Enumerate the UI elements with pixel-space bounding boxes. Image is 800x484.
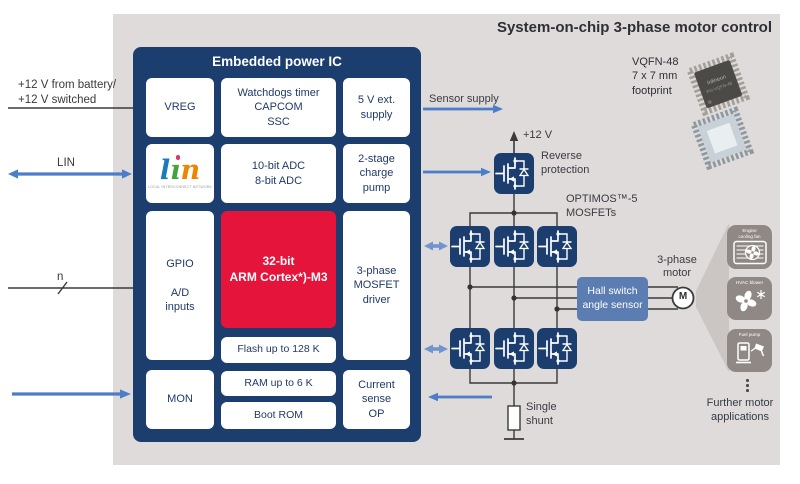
block-boot-rom: Boot ROM	[221, 402, 336, 429]
lin-letter-l: l	[159, 155, 171, 187]
app-label: Fuel pump	[738, 332, 761, 337]
battery-supply-label: +12 V from battery/ +12 V switched	[18, 79, 117, 107]
single-shunt-label: Single shunt	[526, 401, 557, 427]
mosfet-symbol-icon	[495, 230, 530, 263]
lowside-mosfet-3	[537, 328, 577, 369]
lin-dot-icon	[175, 155, 181, 160]
package-label: VQFN-48 7 x 7 mm footprint	[632, 55, 678, 98]
block-adc: 10-bit ADC 8-bit ADC	[221, 144, 336, 203]
mosfet-symbol-icon	[451, 332, 486, 365]
block-arm-cortex: 32-bit ARM Cortex*)-M3	[221, 211, 336, 328]
block-mosfet-driver: 3-phase MOSFET driver	[343, 211, 410, 360]
block-watchdog: Watchdogs timer CAPCOM SSC	[221, 78, 336, 137]
ic-title: Embedded power IC	[212, 54, 342, 69]
radiator-fan-icon	[732, 240, 767, 265]
pin1-marker	[707, 100, 712, 105]
block-flash: Flash up to 128 K	[221, 337, 336, 363]
highside-mosfet-3	[537, 226, 577, 267]
mosfet-symbol-icon	[451, 230, 486, 263]
lin-logo-caption: LOCAL INTERCONNECT NETWORK	[147, 185, 213, 190]
mosfet-symbol-icon	[495, 157, 530, 190]
app-engine-cooling-fan: Engine cooling fan	[727, 225, 772, 269]
package-size: 7 x 7 mm	[632, 70, 678, 83]
motor-m-label: M	[678, 291, 688, 302]
optimos-label: OPTIMOS™-5 MOSFETs	[566, 193, 638, 219]
n-signals-label: n	[57, 271, 64, 283]
lowside-mosfet-2	[494, 328, 534, 369]
motor-label: 3-phase motor	[657, 254, 697, 279]
lin-bus-label: LIN	[57, 157, 75, 169]
block-current-sense: Current sense OP	[343, 370, 410, 429]
mosfet-symbol-icon	[538, 230, 573, 263]
chip-top-view: Infineon PG-VQFN-48	[684, 50, 755, 124]
highside-mosfet-1	[450, 226, 490, 267]
embedded-power-ic: Embedded power IC VREG Watchdogs timer C…	[133, 47, 421, 442]
v12-label: +12 V	[523, 129, 553, 141]
n-bus-slash	[57, 281, 68, 295]
mosfet-symbol-icon	[538, 332, 573, 365]
block-charge-pump: 2-stage charge pump	[343, 144, 410, 203]
lin-letter-i: ı	[170, 155, 181, 187]
sensor-supply-label: Sensor supply	[429, 93, 499, 105]
block-vreg: VREG	[146, 78, 214, 137]
package-name: VQFN-48	[632, 56, 679, 68]
lowside-mosfet-1	[450, 328, 490, 369]
reverse-protection-label: Reverse protection	[541, 150, 590, 176]
blower-fan-icon	[735, 289, 765, 311]
chip-bottom-view	[688, 104, 759, 178]
lin-letter-n: n	[180, 155, 201, 187]
ellipsis-dots	[746, 379, 749, 392]
app-hvac-blower: HVAC blower	[727, 277, 772, 320]
app-label: Engine cooling fan	[738, 228, 761, 239]
mosfet-symbol-icon	[495, 332, 530, 365]
app-label: HVAC blower	[735, 280, 764, 285]
reverse-protection-mosfet	[494, 153, 534, 194]
block-mon: MON	[146, 370, 214, 429]
block-gpio: GPIO A/D inputs	[146, 211, 214, 360]
hall-sensor-box: Hall switch angle sensor	[577, 277, 648, 321]
block-ext-supply: 5 V ext. supply	[343, 78, 410, 137]
exposed-pad	[706, 122, 738, 154]
package-note: footprint	[632, 84, 672, 97]
snowflake-icon	[756, 289, 765, 299]
highside-mosfet-2	[494, 226, 534, 267]
further-applications-label: Further motor applications	[706, 397, 774, 423]
app-fuel-pump: Fuel pump	[727, 329, 772, 372]
block-ram: RAM up to 6 K	[221, 371, 336, 396]
fuel-pump-icon	[735, 341, 764, 363]
page-title: System-on-chip 3-phase motor control	[496, 19, 772, 36]
